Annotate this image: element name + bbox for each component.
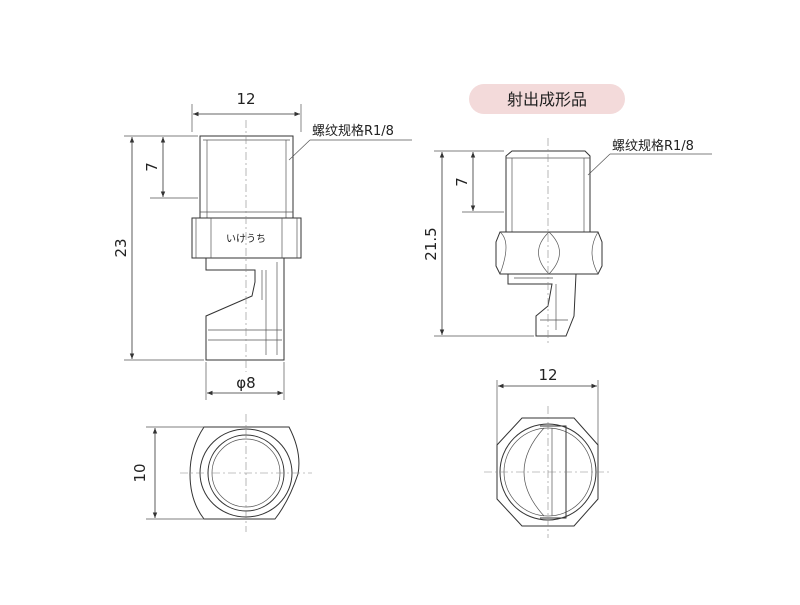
left-height-label: 23 [112,238,130,257]
left-thread-length-label: 7 [143,162,161,172]
right-dimensions [434,150,712,337]
right-thread-note: 螺纹规格R1/8 [612,138,694,154]
left-side-view [191,120,302,372]
left-thread-note: 螺纹规格R1/8 [312,123,394,139]
right-hex-width-label: 12 [538,366,557,384]
brand-label: いけうち [226,233,266,245]
left-diameter-label: φ8 [236,374,255,392]
right-side-view [495,138,603,346]
badge-label: 射出成形品 [507,90,587,109]
right-height-label: 21.5 [422,227,440,260]
injection-molded-badge [469,84,625,114]
left-bottom-dim-label: 10 [131,463,149,482]
left-bottom-view [146,414,312,532]
right-bottom-view [484,380,612,538]
left-width-label: 12 [236,90,255,108]
left-dimensions [124,104,412,400]
right-thread-length-label: 7 [453,177,471,187]
